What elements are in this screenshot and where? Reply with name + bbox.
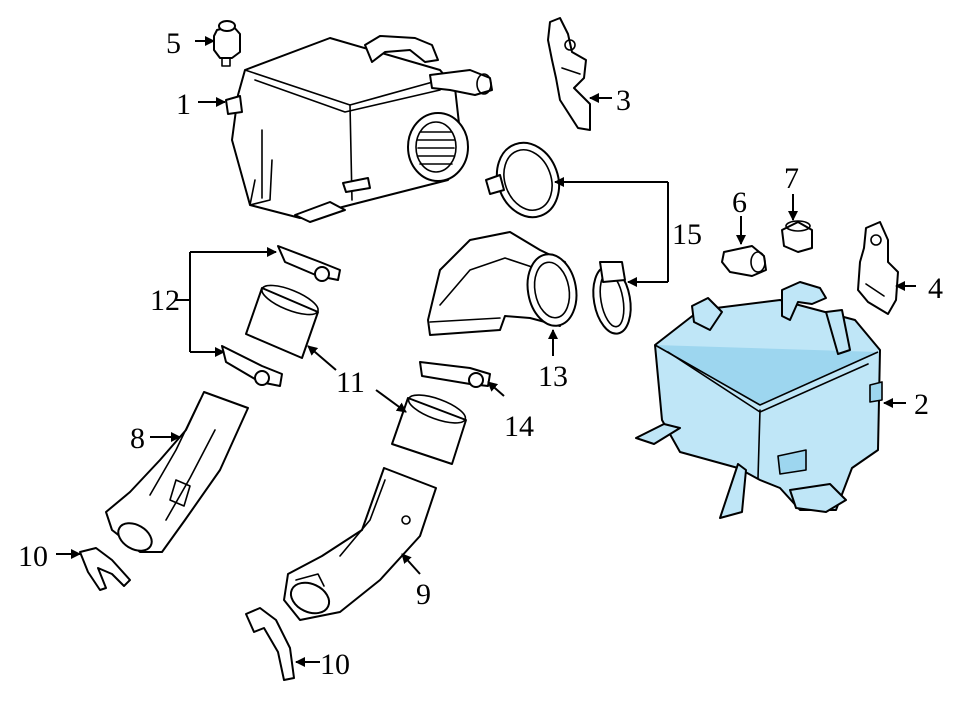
callout-11: 11 xyxy=(336,366,365,399)
ring-10-lower xyxy=(245,607,295,681)
cap-7 xyxy=(781,220,813,253)
callout-8: 8 xyxy=(130,422,145,455)
intercooler-right-highlighted xyxy=(635,281,883,519)
callout-14: 14 xyxy=(504,410,534,443)
callout-9: 9 xyxy=(416,578,431,611)
callout-5: 5 xyxy=(166,27,181,60)
sensor-5 xyxy=(213,20,241,67)
clamp-12-upper xyxy=(277,245,341,282)
callout-1: 1 xyxy=(176,88,191,121)
callout-10-lower: 10 xyxy=(320,648,350,681)
clamp-15 xyxy=(592,261,632,335)
leader-11-upper xyxy=(307,345,337,371)
sleeve-11-upper xyxy=(245,284,319,359)
callout-4: 4 xyxy=(928,272,943,305)
callout-13: 13 xyxy=(538,360,568,393)
leader-9 xyxy=(401,553,421,575)
sensor-6 xyxy=(721,245,767,277)
callout-3: 3 xyxy=(616,84,631,117)
clamp-12-lower xyxy=(221,345,283,387)
leader-14 xyxy=(487,381,505,397)
callout-15: 15 xyxy=(672,218,702,251)
bracket-4 xyxy=(857,221,899,315)
elbow-hose-13 xyxy=(427,231,578,336)
sleeve-11-lower xyxy=(391,394,467,465)
ring-10-upper xyxy=(79,547,131,591)
leader-11-lower xyxy=(375,389,407,413)
callout-7: 7 xyxy=(784,162,799,195)
callout-12: 12 xyxy=(150,284,180,317)
clamp-14 xyxy=(419,361,491,388)
bracket-3 xyxy=(547,17,591,131)
intake-tube-8 xyxy=(105,391,249,553)
callout-10-upper: 10 xyxy=(18,540,48,573)
intercooler-left xyxy=(225,35,493,223)
intake-tube-9 xyxy=(283,467,437,621)
ring-15 xyxy=(485,141,561,219)
callouts: 1 5 3 4 2 6 7 8 9 10 10 11 12 13 14 15 xyxy=(18,27,943,681)
leader-lines xyxy=(56,36,916,667)
callout-6: 6 xyxy=(732,186,747,219)
callout-2: 2 xyxy=(914,388,929,421)
